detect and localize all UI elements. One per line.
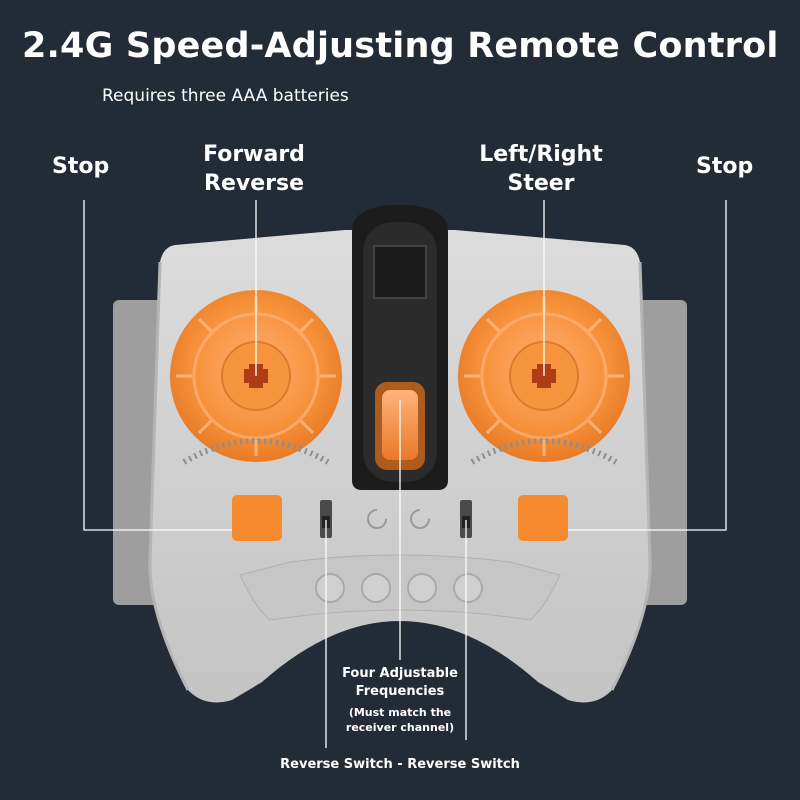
label-reverse-switch: Reverse Switch - Reverse Switch xyxy=(280,757,520,772)
label-stop-left: Stop xyxy=(52,154,110,179)
label-left-right-steer: Left/Right Steer xyxy=(468,140,614,198)
label-frequency-note: (Must match the receiver channel) xyxy=(330,705,470,735)
label-four-adjustable: Four Adjustable xyxy=(342,666,458,681)
label-receiver-channel: receiver channel) xyxy=(345,721,455,734)
label-forward: Forward xyxy=(203,142,305,167)
label-left-right: Left/Right xyxy=(479,142,603,167)
label-four-frequencies: Four Adjustable Frequencies xyxy=(330,665,470,701)
page-subtitle: Requires three AAA batteries xyxy=(102,86,349,106)
stop-button-left xyxy=(232,495,282,541)
stop-button-right xyxy=(518,495,568,541)
label-steer: Steer xyxy=(507,171,575,196)
label-reverse: Reverse xyxy=(204,171,304,196)
callout-line-stop-right xyxy=(568,200,727,531)
label-stop-right: Stop xyxy=(696,154,754,179)
label-forward-reverse: Forward Reverse xyxy=(196,140,312,198)
frequency-button-3 xyxy=(407,573,437,603)
frequency-button-2 xyxy=(361,573,391,603)
frequency-button-1 xyxy=(315,573,345,603)
label-frequencies: Frequencies xyxy=(355,684,445,699)
page-title: 2.4G Speed-Adjusting Remote Control xyxy=(22,26,779,66)
speed-panel xyxy=(352,205,448,490)
label-must-match: (Must match the xyxy=(348,706,452,719)
frequency-button-4 xyxy=(453,573,483,603)
callout-line-stop-left xyxy=(83,200,232,531)
